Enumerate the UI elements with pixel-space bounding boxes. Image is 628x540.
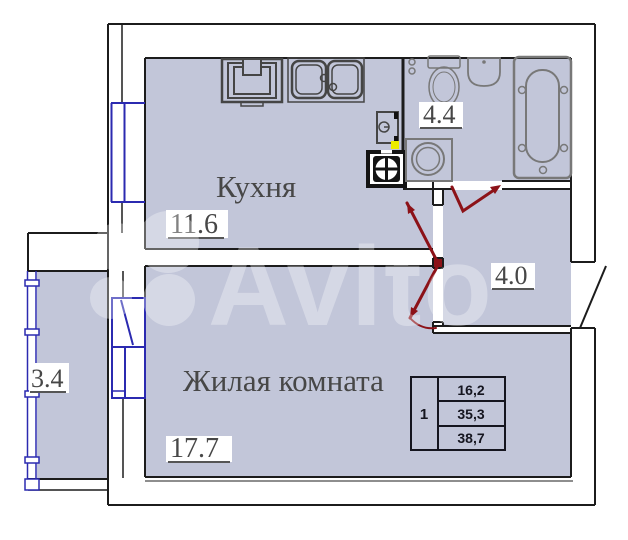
door-hinge-mark xyxy=(434,259,442,267)
label-bg xyxy=(491,263,535,289)
living-name-label: Жилая комната xyxy=(183,363,384,398)
double-sink-icon xyxy=(287,57,365,103)
hall-area-label: 4.0 xyxy=(495,261,528,290)
entrance-door xyxy=(579,265,607,329)
living-room-door xyxy=(408,265,439,330)
kitchen-window xyxy=(110,102,145,203)
balcony-area-label: 3.4 xyxy=(31,364,64,393)
labels: Кухня 11.6 4.4 4.0 3.4 Жилая комната 17.… xyxy=(29,100,535,464)
washbasin-icon xyxy=(467,57,501,87)
shower-tray-icon xyxy=(405,138,453,182)
kitchen-name-label: Кухня xyxy=(216,169,296,204)
kitchen-door xyxy=(405,201,439,263)
table-value-3: 38,7 xyxy=(457,430,484,446)
kitchen-room xyxy=(145,58,433,249)
avito-logo-dots-icon xyxy=(90,211,199,326)
door-swings xyxy=(405,185,501,330)
avito-watermark: Avito xyxy=(90,211,494,349)
label-bg xyxy=(29,363,69,393)
table-value-2: 35,3 xyxy=(457,406,484,422)
kitchen-fixtures xyxy=(220,57,407,188)
living-area-label: 17.7 xyxy=(170,433,219,464)
stove-icon xyxy=(220,57,284,107)
living-balcony-window xyxy=(111,346,146,399)
hallway-room xyxy=(443,190,571,326)
table-cell-row3 xyxy=(437,425,506,451)
living-room xyxy=(145,266,571,477)
kitchen-area-label: 11.6 xyxy=(170,209,218,240)
info-table: 1 16,2 35,3 38,7 xyxy=(410,376,506,451)
washing-machine-icon xyxy=(366,150,407,188)
label-bg xyxy=(166,436,232,462)
room-fills xyxy=(37,58,571,479)
bathtub-icon xyxy=(512,55,573,180)
bathroom-fixtures xyxy=(405,55,573,182)
bathroom-area-label: 4.4 xyxy=(423,100,456,129)
label-bg xyxy=(166,210,228,238)
label-bg xyxy=(419,102,463,128)
table-rooms-count: 1 xyxy=(420,406,428,423)
indicator-dot xyxy=(391,141,399,149)
watermark-text: Avito xyxy=(208,224,494,349)
bathroom-door xyxy=(450,185,501,214)
table-value-1: 16,2 xyxy=(457,382,484,398)
